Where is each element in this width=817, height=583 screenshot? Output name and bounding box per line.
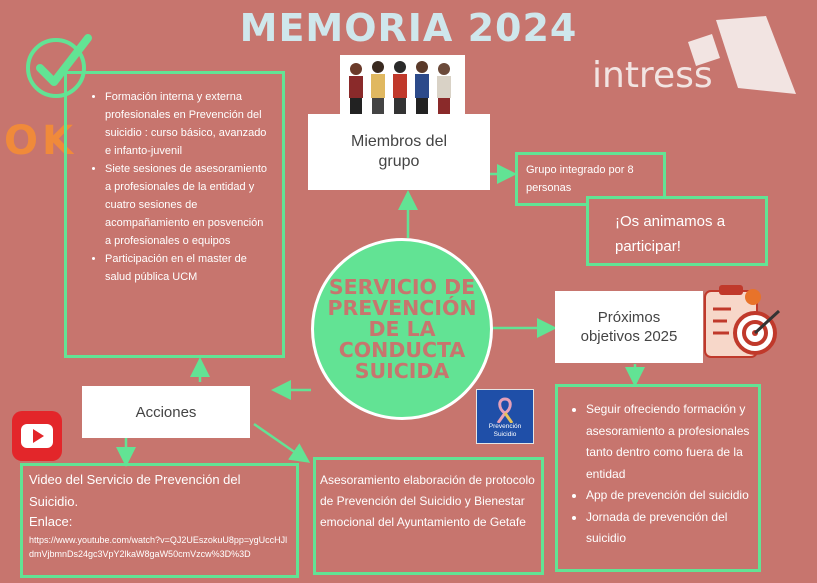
- youtube-icon[interactable]: [12, 411, 62, 461]
- actions-list-item: Siete sesiones de asesoramiento a profes…: [105, 160, 272, 250]
- advice-box: Asesoramiento elaboración de protocolo d…: [313, 457, 544, 575]
- encourage-text: ¡Os animamos a participar!: [615, 213, 726, 255]
- objectives-label: Próximos objetivos 2025: [580, 309, 678, 345]
- video-box: Video del Servicio de Prevención del Sui…: [20, 463, 299, 578]
- actions-list: Formación interna y externa profesionale…: [83, 88, 272, 286]
- prevention-badge: Prevención Suicidio: [476, 389, 534, 444]
- actions-list-item: Formación interna y externa profesionale…: [105, 88, 272, 160]
- check-icon: [26, 34, 92, 98]
- objectives-list-box: Seguir ofreciendo formación y asesoramie…: [555, 384, 761, 572]
- logo-shapes: [688, 16, 796, 94]
- center-topic-circle: SERVICIO DE PREVENCIÓN DE LA CONDUCTA SU…: [311, 238, 493, 420]
- video-link-label: Enlace:: [29, 514, 73, 529]
- actions-label-box: Acciones: [82, 386, 250, 438]
- objectives-list-item: Jornada de prevención del suicidio: [586, 507, 752, 550]
- video-title: Video del Servicio de Prevención del Sui…: [29, 472, 241, 509]
- objectives-list-item: Seguir ofreciendo formación y asesoramie…: [586, 399, 752, 485]
- page-title: MEMORIA 2024: [239, 6, 578, 50]
- advice-text: Asesoramiento elaboración de protocolo d…: [320, 473, 535, 529]
- center-title: SERVICIO DE PREVENCIÓN DE LA CONDUCTA SU…: [327, 274, 477, 383]
- target-clipboard-icon: [704, 285, 781, 358]
- group-people-illustration: [340, 55, 465, 125]
- video-url-link[interactable]: https://www.youtube.com/watch?v=QJ2UEszo…: [29, 535, 288, 559]
- ok-decoration: OK: [4, 118, 77, 164]
- badge-text: Prevención Suicidio: [488, 423, 522, 438]
- members-box: Miembros del grupo: [308, 114, 490, 190]
- encourage-box: ¡Os animamos a participar!: [586, 196, 768, 266]
- members-label: Miembros del grupo: [350, 133, 448, 170]
- objectives-list: Seguir ofreciendo formación y asesoramie…: [564, 399, 752, 550]
- group-info-text: Grupo integrado por 8 personas: [526, 164, 634, 194]
- ribbon-icon: [496, 397, 514, 423]
- objectives-box: Próximos objetivos 2025: [555, 291, 703, 363]
- objectives-list-item: App de prevención del suicidio: [586, 485, 752, 507]
- intress-logo: intress: [592, 55, 713, 96]
- actions-list-item: Participación en el master de salud públ…: [105, 250, 272, 286]
- actions-label: Acciones: [135, 403, 197, 421]
- actions-list-box: Formación interna y externa profesionale…: [64, 71, 285, 358]
